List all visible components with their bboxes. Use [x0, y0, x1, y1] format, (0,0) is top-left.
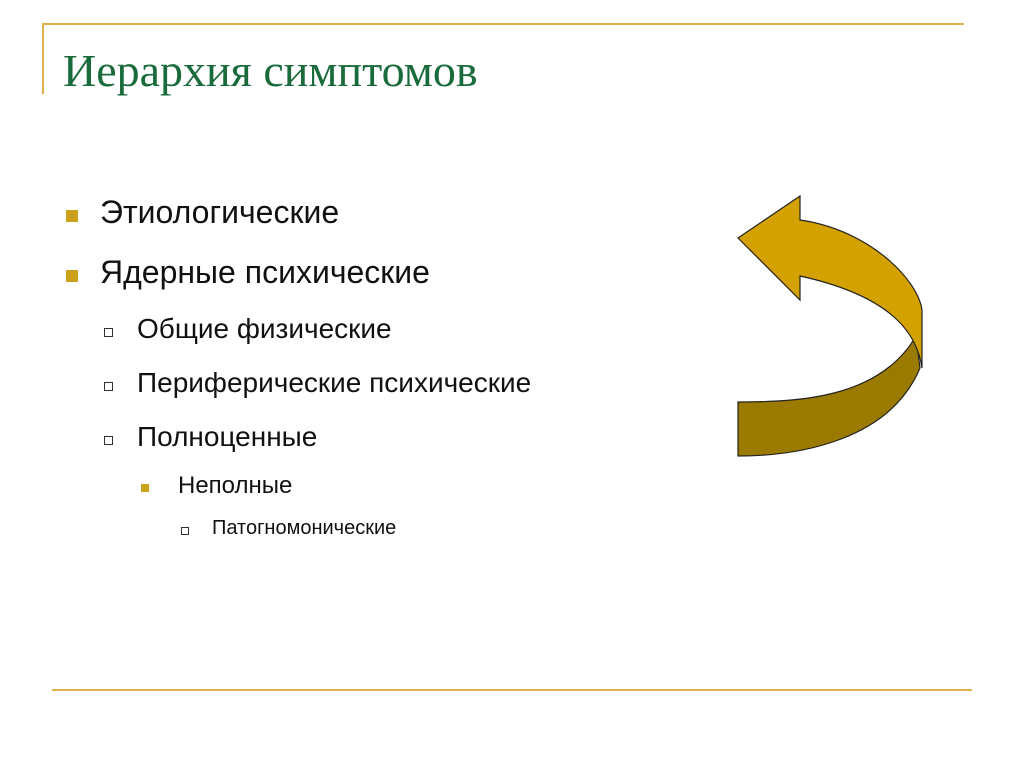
bullet-label: Неполные	[178, 472, 293, 499]
hollow-square-bullet-icon	[104, 382, 113, 391]
top-rule	[42, 23, 964, 25]
hollow-square-bullet-icon	[104, 436, 113, 445]
filled-square-bullet-icon	[66, 210, 78, 222]
bullet-label: Полноценные	[137, 421, 318, 452]
bullet-label: Патогномонические	[212, 517, 397, 539]
hollow-square-bullet-icon	[181, 527, 189, 535]
bullet-label: Этиологические	[100, 194, 340, 230]
hollow-square-bullet-icon	[104, 328, 113, 337]
bullet-label: Общие физические	[137, 313, 392, 344]
bullet-label: Периферические психические	[137, 367, 532, 398]
bottom-rule	[52, 689, 972, 691]
bullet-label: Ядерные психические	[100, 254, 430, 290]
filled-square-bullet-icon	[141, 484, 149, 492]
left-rule	[42, 23, 44, 94]
filled-square-bullet-icon	[66, 270, 78, 282]
curved-arrow-icon	[737, 194, 923, 457]
slide-title: Иерархия симптомов	[63, 45, 478, 96]
